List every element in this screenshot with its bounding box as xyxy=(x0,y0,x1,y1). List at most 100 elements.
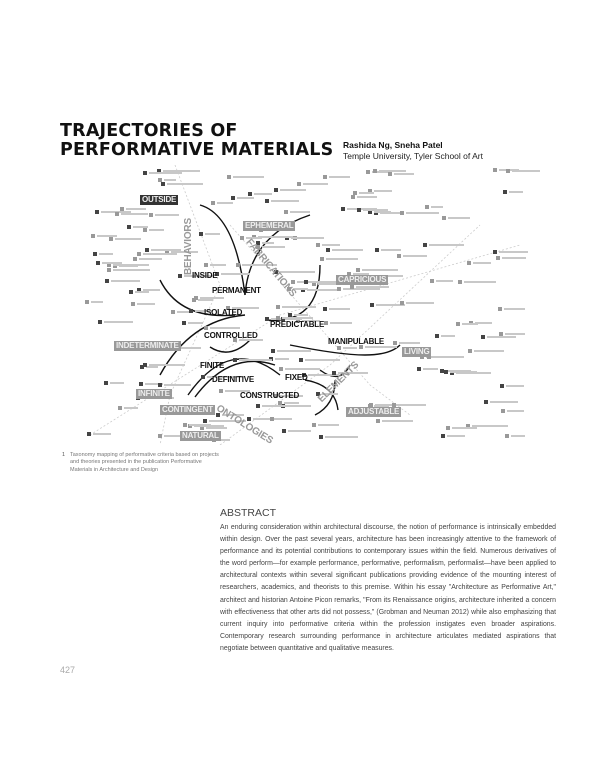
minor-label-text xyxy=(321,393,338,396)
minor-label-text xyxy=(503,307,526,310)
minor-label-text xyxy=(308,373,340,376)
minor-label-marker xyxy=(210,201,215,206)
keyword-contingent: CONTINGENT xyxy=(160,405,215,415)
keyword-natural: NATURAL xyxy=(180,431,221,441)
minor-label-marker xyxy=(323,174,328,179)
minor-label-marker xyxy=(480,335,485,340)
minor-label-marker xyxy=(281,317,286,322)
minor-label-text xyxy=(91,300,104,303)
minor-label-marker xyxy=(323,307,328,312)
minor-label-text xyxy=(461,322,478,325)
minor-label-text xyxy=(145,365,159,368)
minor-label-marker xyxy=(95,209,100,214)
minor-label-text xyxy=(422,367,439,370)
minor-label-marker xyxy=(286,287,291,292)
minor-label-text xyxy=(436,280,454,283)
minor-label-text xyxy=(511,434,525,437)
minor-label-marker xyxy=(203,263,208,268)
minor-label-marker xyxy=(304,279,309,284)
minor-label-marker xyxy=(233,338,238,343)
minor-label-text xyxy=(207,375,244,378)
minor-label-text xyxy=(347,207,377,210)
minor-label-text xyxy=(280,189,307,192)
keyword-fixed: FIXED xyxy=(285,373,308,382)
minor-label-marker xyxy=(367,403,372,408)
minor-label-text xyxy=(455,371,491,374)
minor-label-text xyxy=(375,303,405,306)
minor-label-marker xyxy=(105,279,110,284)
minor-label-text xyxy=(209,420,246,423)
minor-label-text xyxy=(111,280,140,283)
minor-label-text xyxy=(96,235,117,238)
minor-label-marker xyxy=(115,211,120,216)
keyword-controlled: CONTROLLED xyxy=(204,331,258,340)
keyword-behaviors: BEHAVIORS xyxy=(183,218,194,275)
minor-label-text xyxy=(364,345,397,348)
minor-label-text xyxy=(284,402,299,405)
minor-label-text xyxy=(118,265,138,268)
minor-label-text xyxy=(501,256,527,259)
minor-label-marker xyxy=(297,182,302,187)
minor-label-text xyxy=(103,321,133,324)
minor-label-text xyxy=(222,414,245,417)
minor-label-marker xyxy=(505,433,510,438)
minor-label-marker xyxy=(142,171,147,176)
minor-label-text xyxy=(200,297,225,299)
minor-label-text xyxy=(163,179,177,182)
minor-label-text xyxy=(209,327,240,330)
minor-label-marker xyxy=(302,372,307,377)
minor-label-marker xyxy=(219,388,224,393)
minor-label-text xyxy=(343,347,358,350)
minor-label-marker xyxy=(248,192,253,197)
minor-label-text xyxy=(406,212,439,215)
minor-label-text xyxy=(397,404,427,407)
minor-label-marker xyxy=(148,213,153,218)
minor-label-text xyxy=(177,311,190,314)
minor-label-marker xyxy=(501,409,506,414)
minor-label-text xyxy=(112,263,150,266)
minor-label-text xyxy=(475,322,492,325)
minor-label-text xyxy=(353,272,369,275)
minor-label-text xyxy=(183,275,214,278)
minor-label-text xyxy=(287,404,311,407)
minor-label-marker xyxy=(188,424,193,429)
minor-label-text xyxy=(242,263,278,266)
author-block: Rashida Ng, Sneha Patel Temple Universit… xyxy=(343,140,483,162)
minor-label-text xyxy=(262,242,275,245)
minor-label-text xyxy=(450,370,477,373)
minor-label-text xyxy=(472,424,508,427)
minor-label-text xyxy=(393,172,415,175)
minor-label-text xyxy=(293,313,309,316)
minor-label-text xyxy=(225,389,251,392)
minor-label-text xyxy=(239,339,263,342)
minor-label-marker xyxy=(265,199,270,204)
minor-label-marker xyxy=(373,210,378,215)
minor-label-marker xyxy=(274,269,278,274)
minor-label-marker xyxy=(416,366,421,371)
minor-label-text xyxy=(452,426,477,429)
minor-label-text xyxy=(332,248,364,251)
minor-label-marker xyxy=(466,423,471,428)
minor-label-text xyxy=(301,320,320,323)
minor-label-text xyxy=(216,202,234,205)
affiliation: Temple University, Tyler School of Art xyxy=(343,151,483,161)
minor-label-marker xyxy=(319,435,324,440)
minor-label-marker xyxy=(374,247,379,252)
minor-label-text xyxy=(99,252,113,255)
minor-label-text xyxy=(275,358,290,361)
minor-label-text xyxy=(162,169,200,172)
minor-label-marker xyxy=(369,302,374,307)
minor-label-text xyxy=(489,401,518,404)
minor-label-marker xyxy=(283,210,288,215)
minor-label-marker xyxy=(290,279,295,284)
minor-label-text xyxy=(139,257,162,260)
minor-label-marker xyxy=(177,274,182,279)
minor-label-text xyxy=(245,236,263,239)
minor-label-marker xyxy=(203,326,208,331)
minor-label-marker xyxy=(275,316,280,321)
minor-label-marker xyxy=(500,383,505,388)
authors: Rashida Ng, Sneha Patel xyxy=(343,140,443,150)
minor-label-text xyxy=(290,236,310,239)
figure-caption: 1 Taxonomy mapping of performative crite… xyxy=(62,452,222,474)
minor-label-marker xyxy=(282,429,287,434)
